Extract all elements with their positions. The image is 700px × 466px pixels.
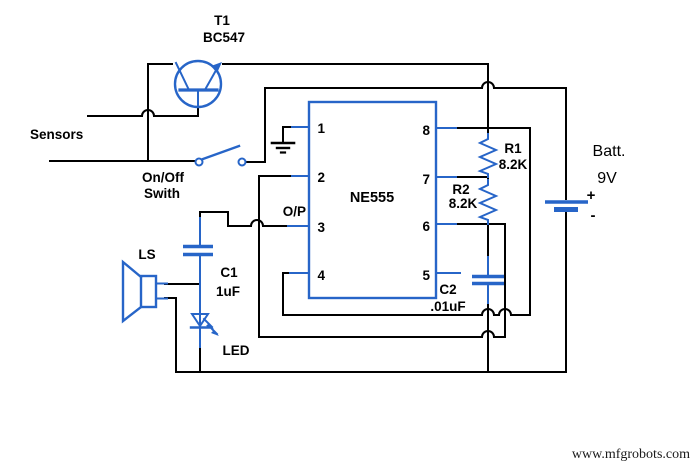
watermark: www.mfgrobots.com xyxy=(572,447,690,462)
pin-6: 6 xyxy=(422,219,430,234)
resistor-r1-symbol xyxy=(477,133,499,178)
r1-value: 8.2K xyxy=(499,157,528,172)
c2-name: C2 xyxy=(439,282,456,297)
pin-4: 4 xyxy=(317,268,325,283)
c1-value: 1uF xyxy=(216,284,240,299)
capacitor-c2-symbol xyxy=(472,256,504,304)
r2-value: 8.2K xyxy=(449,196,478,211)
battery-name: Batt. xyxy=(593,143,626,160)
pin-5: 5 xyxy=(422,268,430,283)
emitter-arrow xyxy=(211,62,222,73)
speaker-label: LS xyxy=(138,247,155,262)
pin-3: 3 xyxy=(317,220,325,235)
battery-symbol xyxy=(545,200,588,212)
r2-name: R2 xyxy=(452,182,469,197)
ic-name: NE555 xyxy=(350,190,394,206)
battery-plus: + xyxy=(587,187,596,204)
pin-1: 1 xyxy=(317,121,325,136)
switch-label-line1: On/Off xyxy=(142,170,184,185)
led-symbol xyxy=(189,312,219,348)
switch-symbol xyxy=(194,144,247,167)
battery-minus: - xyxy=(591,207,596,224)
c2-value: .01uF xyxy=(430,299,465,314)
transistor-symbol xyxy=(173,59,223,109)
pin-8: 8 xyxy=(422,123,430,138)
resistor-r2-symbol xyxy=(477,179,499,225)
c1-name: C1 xyxy=(220,265,238,280)
capacitor-c1-symbol xyxy=(183,217,213,314)
battery-voltage: 9V xyxy=(597,170,617,187)
sensors-label: Sensors xyxy=(30,127,83,142)
ic-ne555 xyxy=(287,100,461,300)
switch-label-line2: Swith xyxy=(144,186,180,201)
output-label: O/P xyxy=(283,204,306,219)
r1-name: R1 xyxy=(504,141,522,156)
ground-symbol xyxy=(270,141,296,154)
transistor-part: BC547 xyxy=(203,30,245,45)
transistor-designator: T1 xyxy=(214,13,230,28)
wires xyxy=(49,63,567,373)
led-label: LED xyxy=(223,343,250,358)
pin-7: 7 xyxy=(422,172,430,187)
speaker-symbol xyxy=(121,259,168,324)
pin-2: 2 xyxy=(317,170,325,185)
